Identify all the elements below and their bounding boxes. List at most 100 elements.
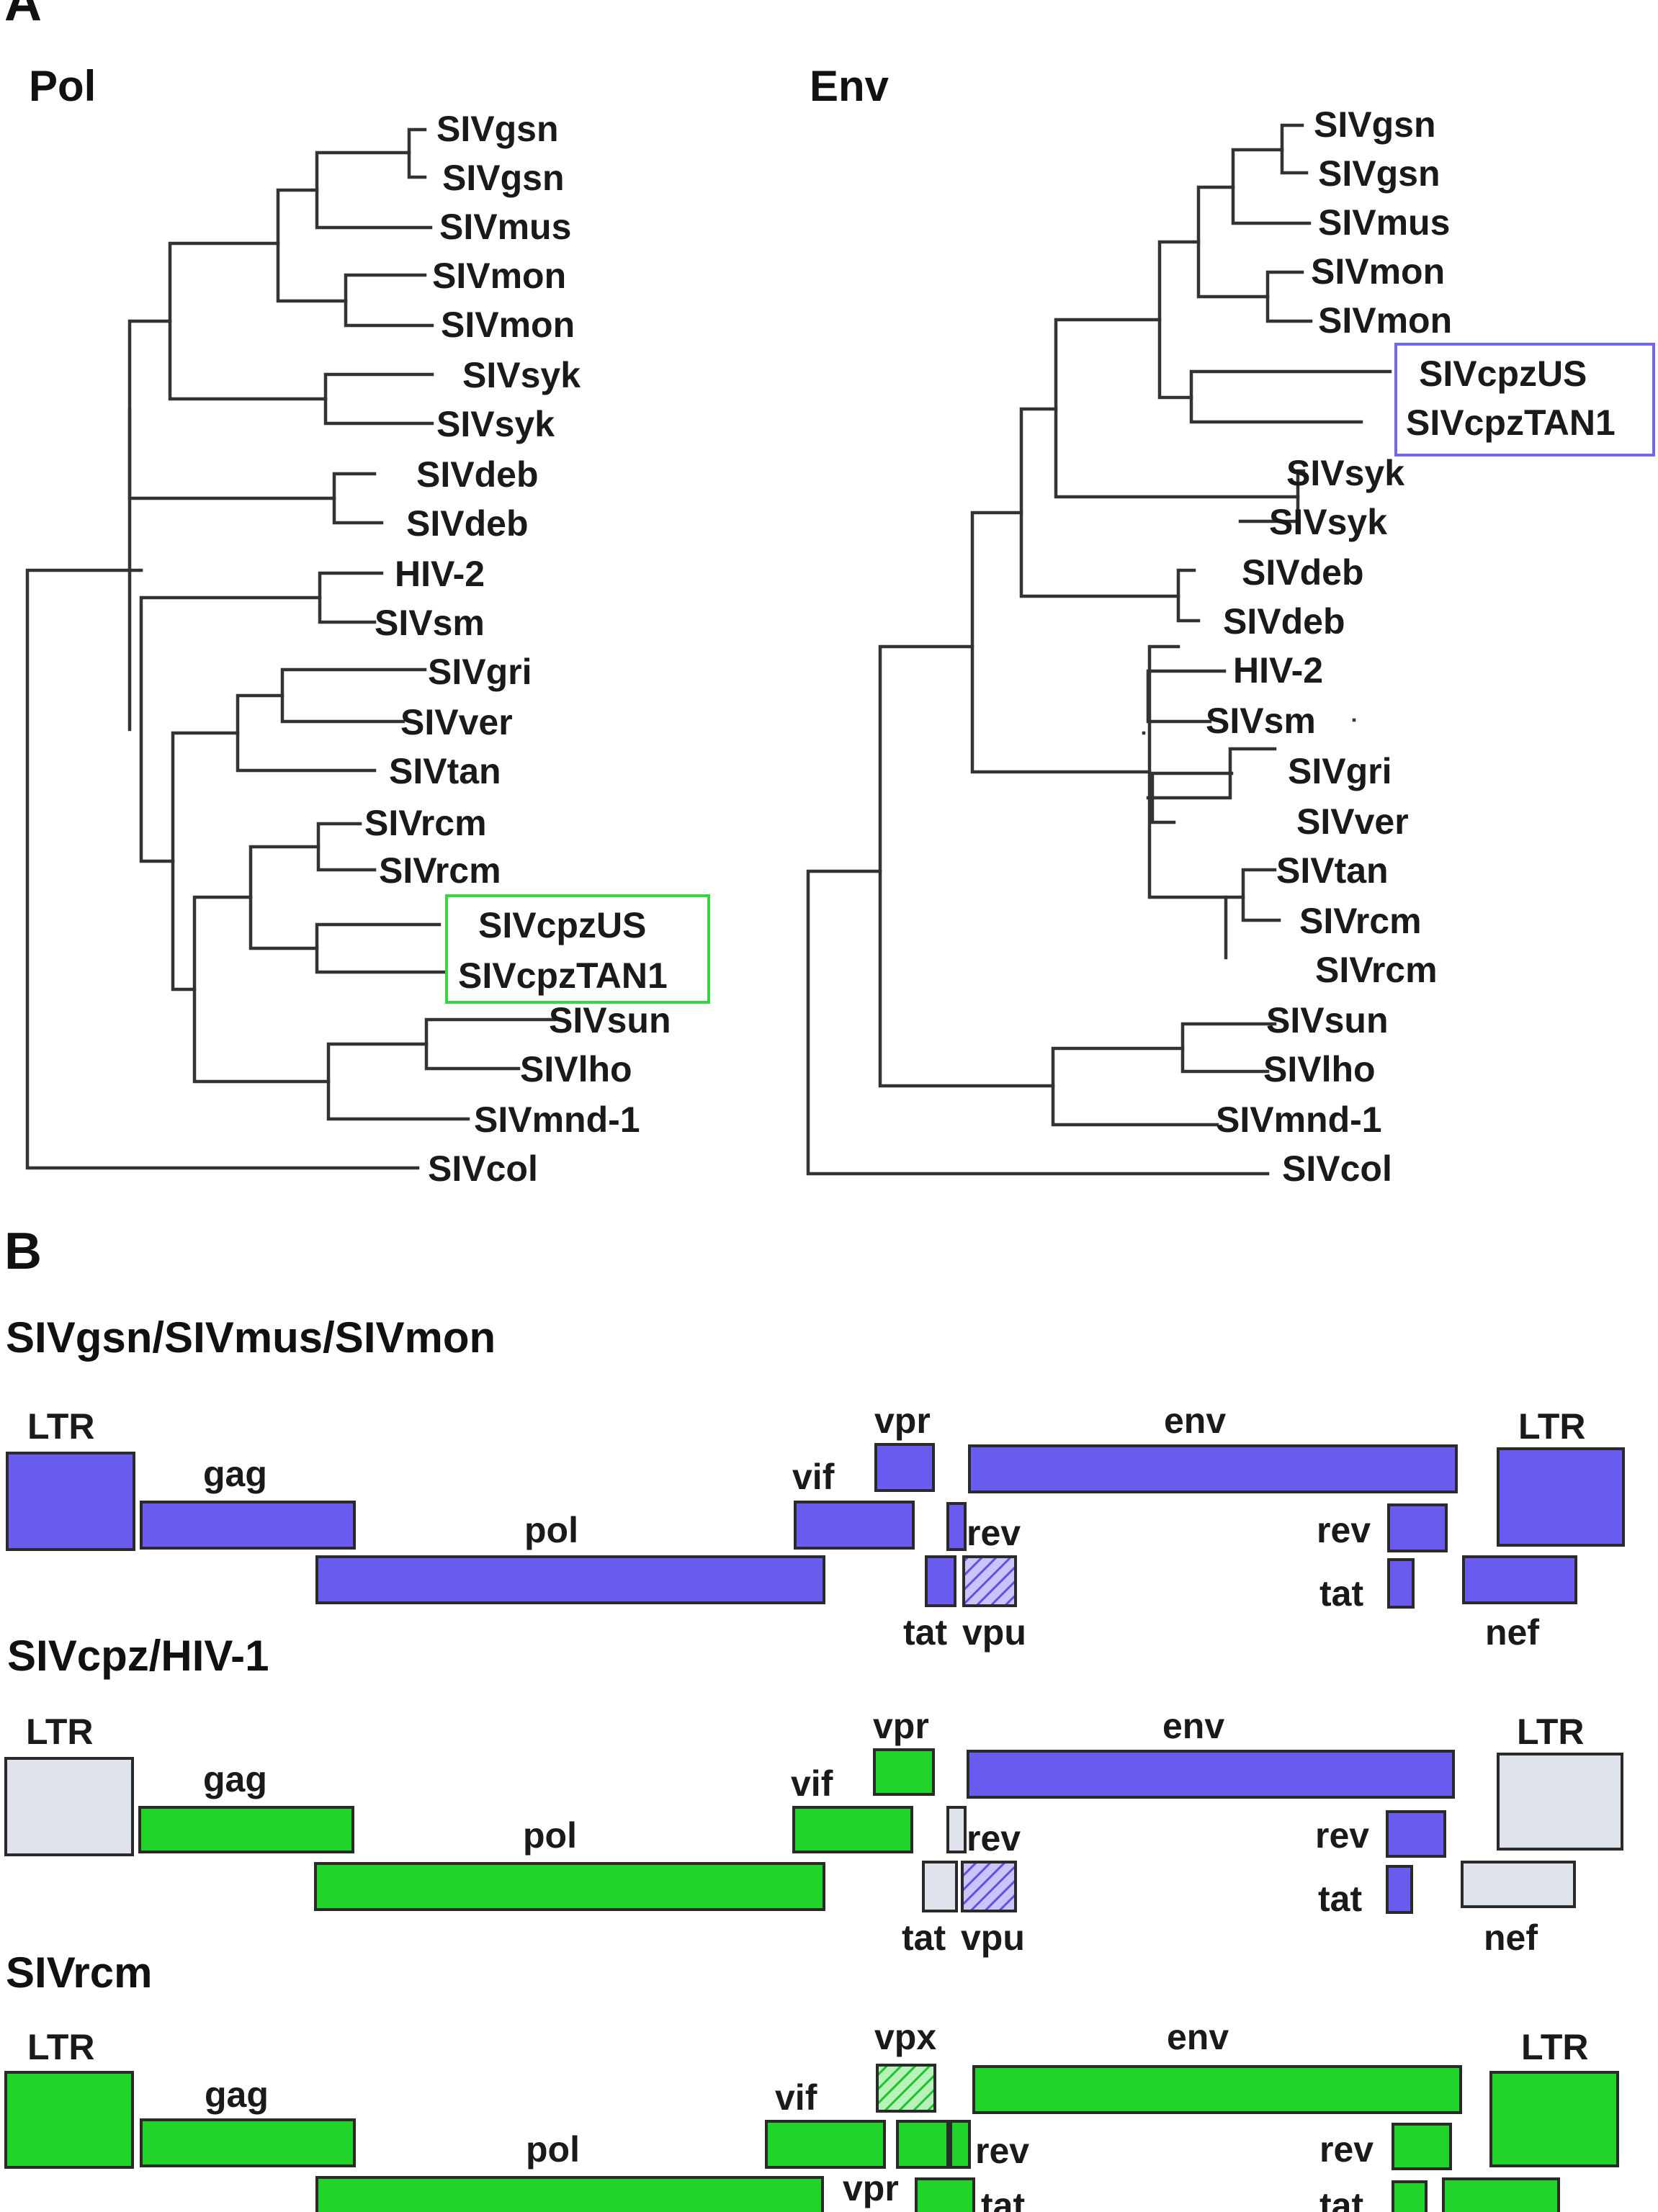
pol-leaf: SIVsyk	[462, 355, 581, 395]
gene-ltr-right	[1489, 2071, 1619, 2167]
gene-label-nef: nef	[1485, 1612, 1539, 1653]
env-tree-branches	[806, 123, 1392, 1176]
gene-label-tat: tat	[902, 1917, 946, 1958]
gene-label-vif: vif	[792, 1457, 835, 1497]
pol-leaf: SIVsm	[375, 603, 485, 643]
gene-label-rev: rev	[1315, 1815, 1369, 1856]
env-tree-title: Env	[810, 62, 890, 110]
gene-tat-exon1	[925, 1555, 956, 1607]
gene-label-ltr: LTR	[1518, 1406, 1585, 1447]
pol-leaf: HIV-2	[395, 554, 485, 594]
pol-leaf: SIVsun	[549, 1000, 671, 1040]
env-leaf: SIVcol	[1282, 1148, 1392, 1189]
gene-label-env: env	[1162, 1706, 1224, 1746]
pol-tree-branches	[25, 127, 557, 1170]
gene-label-vpr: vpr	[873, 1706, 929, 1746]
env-leaf-highlight: SIVcpzUS	[1419, 354, 1587, 394]
pol-leaf: SIVmus	[439, 207, 571, 247]
env-tree: Env SIVgsn S	[806, 62, 1655, 1189]
gene-label-pol: pol	[526, 2129, 580, 2170]
pol-leaf-highlight: SIVrcm	[379, 850, 501, 891]
gene-label-vpu: vpu	[962, 1612, 1026, 1653]
gene-label-vif: vif	[791, 1763, 833, 1804]
gene-ltr-right	[1497, 1447, 1625, 1547]
gene-vpr	[915, 2177, 975, 2212]
gene-rev-exon2	[1386, 1810, 1446, 1858]
gene-env	[968, 1444, 1458, 1493]
gene-label-gag: gag	[205, 2074, 269, 2115]
gene-nef	[1442, 2177, 1560, 2212]
env-leaf: SIVsun	[1266, 1000, 1388, 1040]
gene-ltr-left	[4, 2071, 134, 2169]
panel-a-label: A	[4, 0, 42, 32]
pol-leaf: SIVtan	[389, 751, 501, 791]
gene-label-vpr: vpr	[843, 2168, 899, 2208]
env-leaf-highlight: SIVcpzTAN1	[1406, 403, 1616, 443]
env-leaf: SIVsyk	[1269, 502, 1387, 542]
gene-label-tat: tat	[981, 2185, 1025, 2212]
gene-label-tat: tat	[1318, 1879, 1362, 1919]
pol-leaf: SIVdeb	[406, 503, 528, 544]
gene-tat-exon2	[1386, 1865, 1413, 1914]
gene-pol	[314, 1862, 825, 1911]
genome-title: SIVrcm	[6, 1948, 152, 1997]
gene-label-gag: gag	[203, 1454, 267, 1494]
env-leaf: SIVsm	[1206, 701, 1316, 741]
pol-leaf: SIVlho	[520, 1049, 632, 1089]
env-leaf-highlight: SIVmon	[1318, 300, 1452, 341]
env-leaf: HIV-2	[1233, 650, 1323, 691]
genome-map-gsn-mus-mon: SIVgsn/SIVmus/SIVmon LTR gag pol vif vpr…	[6, 1313, 1625, 1653]
genome-title: SIVcpz/HIV-1	[7, 1632, 269, 1680]
gene-label-pol: pol	[524, 1510, 578, 1550]
gene-pol	[315, 1555, 825, 1604]
gene-label-rev: rev	[1317, 1510, 1371, 1550]
gene-vif	[792, 1806, 913, 1853]
gene-label-tat: tat	[903, 1612, 947, 1653]
pol-leaf-highlight: SIVcpzUS	[478, 905, 646, 945]
gene-tat-exon2	[1387, 1558, 1415, 1609]
gene-label-gag: gag	[203, 1759, 267, 1799]
gene-rev-exon1	[896, 2120, 949, 2169]
gene-vpr	[873, 1748, 935, 1796]
gene-label-rev: rev	[967, 1513, 1021, 1553]
gene-env	[972, 2065, 1462, 2114]
pol-leaf: SIVcol	[428, 1148, 538, 1189]
gene-vpu	[961, 1861, 1017, 1912]
env-leaf-highlight: SIVgsn	[1318, 153, 1440, 194]
pol-leaf: SIVver	[400, 702, 513, 742]
pol-leaf-highlight: SIVrcm	[364, 803, 487, 843]
gene-ltr-right	[1497, 1753, 1623, 1851]
gene-label-vpr: vpr	[874, 1401, 931, 1441]
gene-label-vif: vif	[775, 2077, 817, 2118]
pol-leaf: SIVmon	[432, 256, 566, 296]
pol-cpz-highlight-box	[445, 894, 710, 1004]
env-leaf-highlight: SIVmon	[1311, 251, 1445, 292]
genome-map-cpz-hiv1: SIVcpz/HIV-1 LTR gag pol vif vpr env LTR…	[4, 1632, 1623, 1958]
env-leaf-highlight: SIVgsn	[1314, 104, 1435, 145]
env-leaf-highlight: SIVmus	[1318, 202, 1450, 243]
gene-label-env: env	[1167, 2017, 1229, 2057]
gene-nef	[1461, 1861, 1576, 1908]
gene-rev-exon2	[1387, 1503, 1448, 1552]
gene-label-pol: pol	[523, 1815, 577, 1856]
gene-label-tat: tat	[1319, 1573, 1363, 1614]
pol-leaf: SIVmon	[441, 305, 575, 345]
gene-vpr	[874, 1443, 935, 1492]
gene-label-ltr: LTR	[26, 1712, 93, 1752]
env-cpz-highlight-box	[1394, 343, 1655, 457]
pol-leaf: SIVdeb	[416, 454, 538, 495]
gene-label-ltr: LTR	[1517, 1712, 1584, 1752]
gene-tat-exon2	[1392, 2180, 1428, 2212]
gene-label-ltr: LTR	[1521, 2027, 1588, 2067]
gene-label-rev: rev	[1319, 2129, 1374, 2170]
gene-ltr-left	[4, 1757, 134, 1856]
gene-ltr-left	[6, 1452, 135, 1551]
gene-label-nef: nef	[1484, 1917, 1538, 1958]
gene-label-env: env	[1164, 1401, 1226, 1441]
gene-label-vpu: vpu	[961, 1917, 1025, 1958]
env-tree-leaf-labels: SIVgsn SIVgsn SIVmus SIVmon SIVmon SIVcp…	[1206, 104, 1655, 1189]
gene-rev-exon1	[946, 1502, 967, 1551]
gene-label-rev: rev	[967, 1818, 1021, 1858]
gene-gag	[140, 2118, 356, 2167]
gene-vpu	[962, 1555, 1017, 1607]
